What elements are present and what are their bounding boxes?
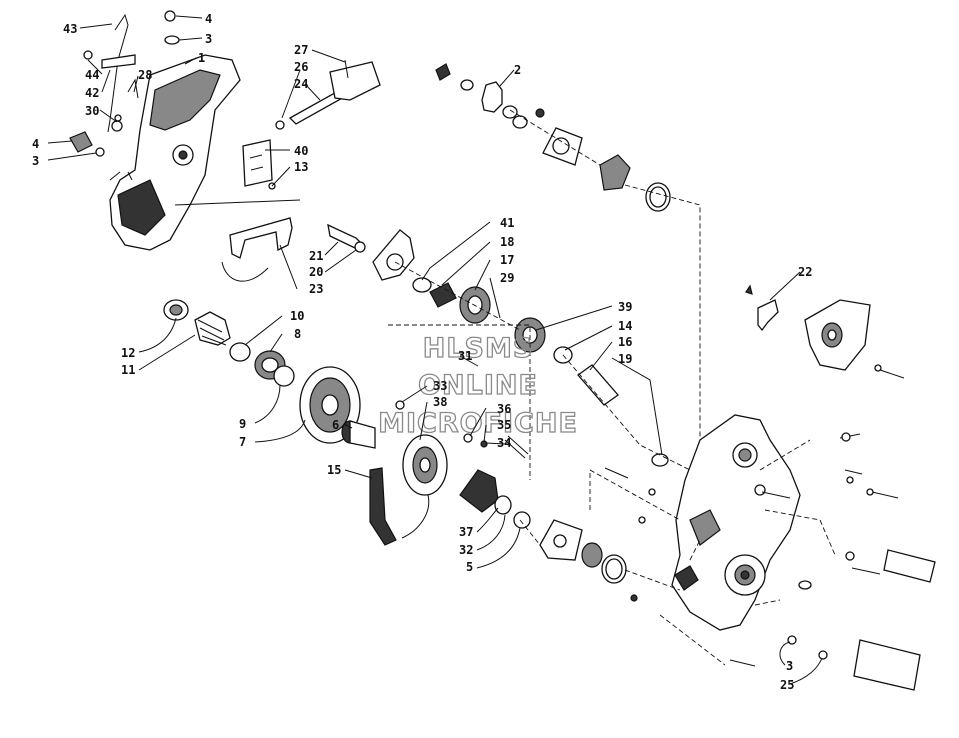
callout-13: 13 (294, 160, 308, 174)
callout-28: 28 (138, 68, 152, 82)
callout-33: 33 (433, 379, 447, 393)
bearing-housing (539, 519, 638, 602)
callout-4: 4 (205, 12, 212, 26)
callout-40: 40 (294, 144, 308, 158)
callout-21: 21 (309, 249, 323, 263)
callout-14: 14 (618, 319, 632, 333)
callout-34: 34 (497, 436, 511, 450)
driven-sprocket (402, 434, 448, 496)
callout-27: 27 (294, 43, 308, 57)
callout-8: 8 (294, 327, 301, 341)
callout-1: 1 (198, 51, 205, 65)
alignment-lines (388, 109, 836, 666)
idler-bracket (745, 284, 905, 379)
watermark-line-3: MICROFICHE (378, 408, 578, 439)
callout-3: 3 (205, 32, 212, 46)
callout-44: 44 (85, 68, 99, 82)
callout-29: 29 (500, 271, 514, 285)
callout-9: 9 (239, 417, 246, 431)
callout-41: 41 (500, 216, 514, 230)
drive-chain (369, 467, 430, 546)
tensioner-plate (395, 400, 531, 529)
callout-7: 7 (239, 435, 246, 449)
output-shafts (853, 549, 936, 691)
callout-38: 38 (433, 395, 447, 409)
callout-5: 5 (466, 560, 473, 574)
callout-19: 19 (618, 352, 632, 366)
callout-24: 24 (294, 77, 308, 91)
chaincase-cover (109, 54, 241, 251)
callout-11: 11 (121, 363, 135, 377)
callout-4: 4 (32, 137, 39, 151)
callout-3: 3 (32, 154, 39, 168)
callout-3: 3 (786, 659, 793, 673)
callout-16: 16 (618, 335, 632, 349)
callout-labels: 43 4 3 1 44 28 42 30 4 3 27 26 24 40 13 … (32, 12, 812, 692)
cable-bracket (83, 10, 180, 133)
callout-17: 17 (500, 253, 514, 267)
callout-23: 23 (309, 282, 323, 296)
callout-12: 12 (121, 346, 135, 360)
callout-22: 22 (798, 265, 812, 279)
brake-lever (275, 59, 381, 130)
callout-6: 6 (332, 418, 339, 432)
leader-lines (47, 15, 823, 685)
right-fasteners (729, 432, 899, 667)
callout-15: 15 (327, 463, 341, 477)
watermark-line-1: HLSMS (423, 333, 534, 364)
callout-42: 42 (85, 86, 99, 100)
callout-18: 18 (500, 235, 514, 249)
callout-32: 32 (459, 543, 473, 557)
tensioner-bolts (604, 467, 656, 524)
callout-39: 39 (618, 300, 632, 314)
callout-37: 37 (459, 525, 473, 539)
spring-stack (163, 299, 295, 387)
watermark-line-2: ONLINE (418, 370, 538, 401)
callout-20: 20 (309, 265, 323, 279)
callout-2: 2 (514, 63, 521, 77)
small-gear (341, 420, 376, 449)
brake-clip (174, 199, 301, 282)
callout-30: 30 (85, 104, 99, 118)
callout-35: 35 (497, 418, 511, 432)
callout-31: 31 (458, 349, 472, 363)
main-chaincase (671, 414, 801, 631)
callout-36: 36 (497, 402, 511, 416)
callout-26: 26 (294, 60, 308, 74)
watermark: HLSMS ONLINE MICROFICHE (377, 332, 578, 439)
brake-pad-plate (242, 139, 276, 190)
upper-shaft-parts (435, 63, 671, 212)
callout-10: 10 (290, 309, 304, 323)
cover-fasteners (69, 120, 123, 157)
callout-25: 25 (780, 678, 794, 692)
callout-43: 43 (63, 22, 77, 36)
